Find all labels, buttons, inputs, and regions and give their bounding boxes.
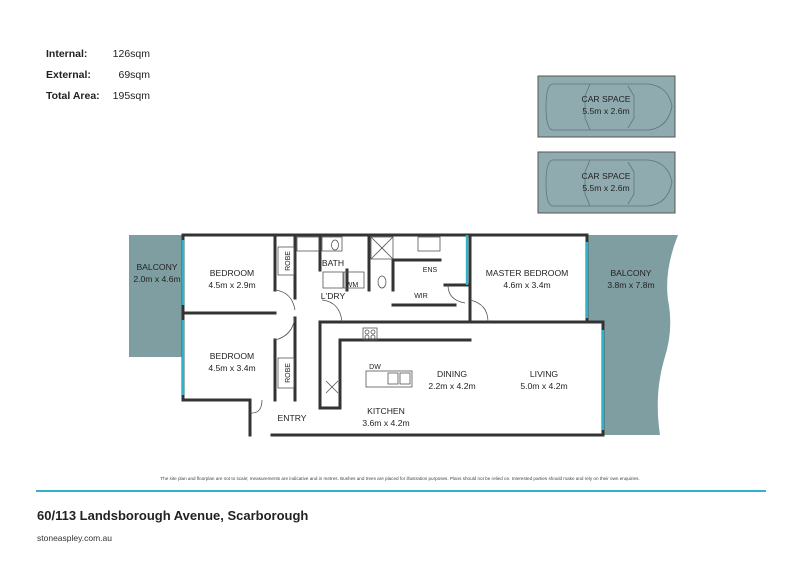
accent-divider [36,490,766,492]
wir-label: WIR [414,293,428,300]
bedroom-2-dims: 4.5m x 3.4m [208,363,255,373]
entry-label: ENTRY [278,413,307,423]
property-address: 60/113 Landsborough Avenue, Scarborough [37,508,309,523]
car-space-2-name: CAR SPACE [581,171,630,181]
living-name: LIVING [530,369,558,379]
area-value: 195sqm [112,90,150,102]
area-row-external: External: 69sqm [46,65,150,86]
bath-label: BATH [322,258,344,268]
walls [181,233,605,437]
fixtures [249,236,489,414]
area-value: 126sqm [112,48,150,60]
area-summary: Internal: 126sqm External: 69sqm Total A… [46,44,150,107]
kitchen-name: KITCHEN [367,406,405,416]
living-dims: 5.0m x 4.2m [520,381,567,391]
bedroom-2-name: BEDROOM [210,351,254,361]
balcony-left-name: BALCONY [136,262,177,272]
bedroom-1-dims: 4.5m x 2.9m [208,280,255,290]
dining-name: DINING [437,369,467,379]
car-space-2: CAR SPACE 5.5m x 2.6m [537,151,676,214]
wm-label: WM [346,282,359,289]
floor-plan: CAR SPACE 5.5m x 2.6m CAR SPACE 5.5m x 2… [129,75,678,437]
car-space-1-name: CAR SPACE [581,94,630,104]
area-label: External: [46,69,91,81]
laundry-label: L'DRY [321,291,346,301]
dw-label: DW [369,364,381,371]
bedroom-1-name: BEDROOM [210,268,254,278]
car-space-1: CAR SPACE 5.5m x 2.6m [537,75,676,138]
area-label: Total Area: [46,90,100,102]
balcony-right-name: BALCONY [610,268,651,278]
windows [181,235,605,430]
car-space-1-dims: 5.5m x 2.6m [582,106,629,116]
disclaimer: The site plan and floorplan are not to s… [160,476,640,481]
dining-dims: 2.2m x 4.2m [428,381,475,391]
master-bedroom-dims: 4.6m x 3.4m [503,280,550,290]
ens-label: ENS [423,267,438,274]
website-link[interactable]: stoneaspley.com.au [37,533,112,543]
area-row-total: Total Area: 195sqm [46,86,150,107]
balcony-right-dims: 3.8m x 7.8m [607,280,654,290]
balcony-right-area [587,235,678,435]
area-label: Internal: [46,48,88,60]
balcony-left-area [129,235,182,357]
kitchen-dims: 3.6m x 4.2m [362,418,409,428]
area-value: 69sqm [118,69,150,81]
master-bedroom-name: MASTER BEDROOM [486,268,569,278]
balcony-left-dims: 2.0m x 4.6m [133,274,180,284]
robe-1-label: ROBE [285,251,292,271]
area-row-internal: Internal: 126sqm [46,44,150,65]
car-space-2-dims: 5.5m x 2.6m [582,183,629,193]
robe-2-label: ROBE [285,363,292,383]
